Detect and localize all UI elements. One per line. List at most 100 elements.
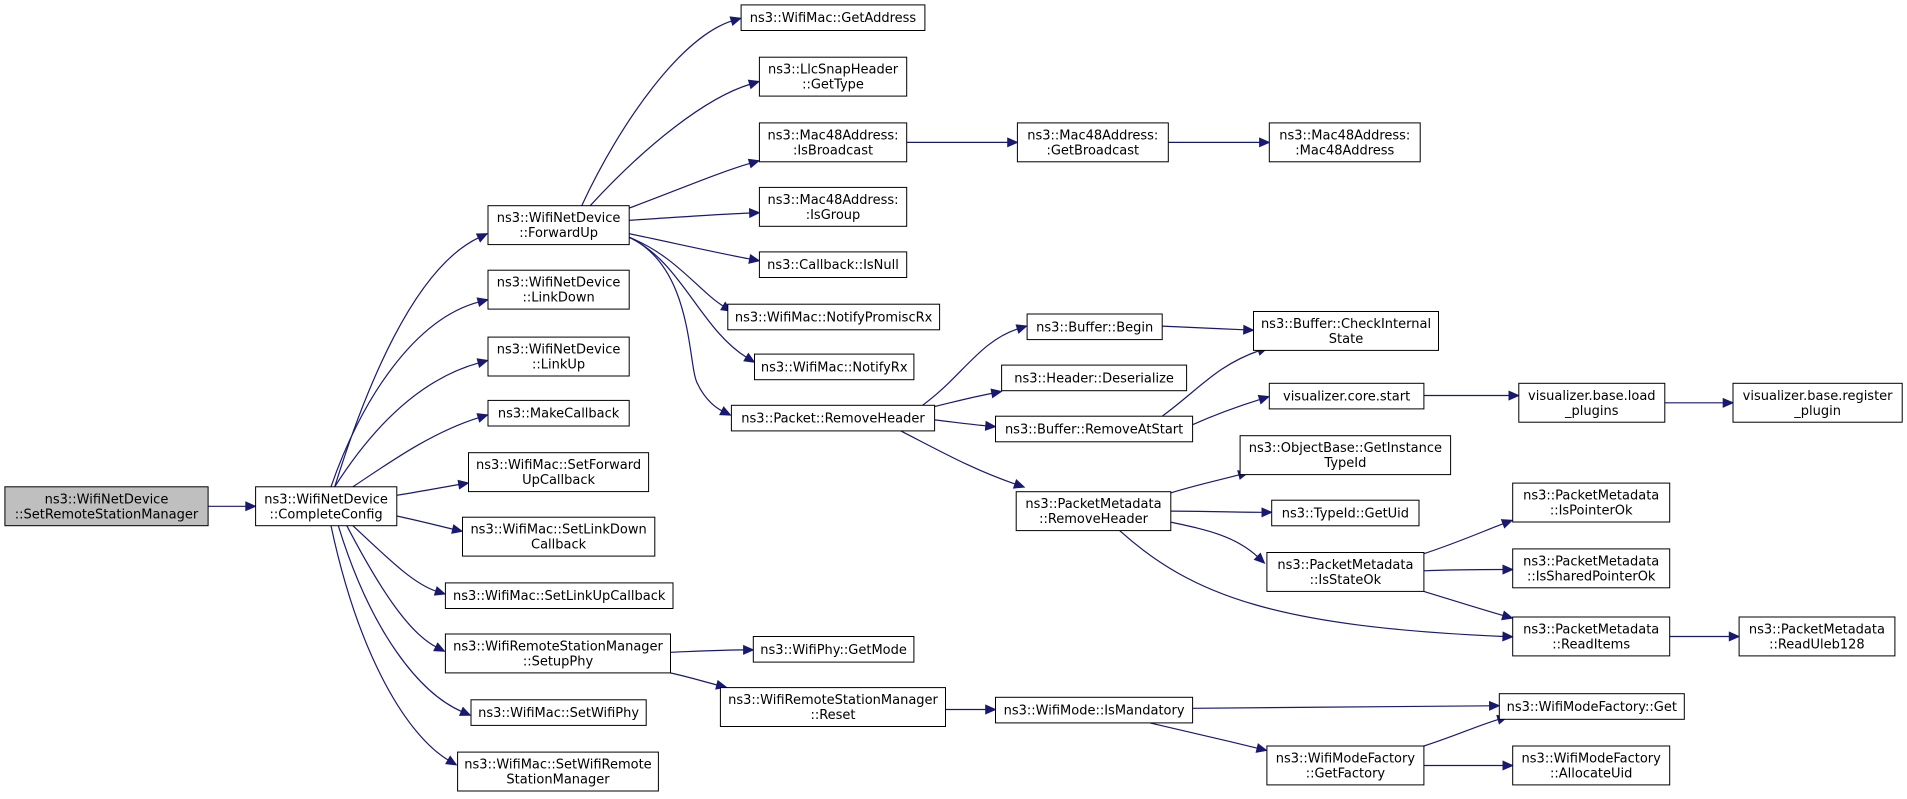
edge-n30-to-n36 xyxy=(1423,390,1521,401)
edge-line xyxy=(581,20,733,206)
node-ns3-packetmetadata-readitems[interactable]: ns3::PacketMetadata::ReadItems xyxy=(1512,616,1671,657)
node-label-line: ns3::WifiModeFactory::Get xyxy=(1507,700,1677,715)
node-label-line: ::SetRemoteStationManager xyxy=(15,507,199,522)
node-ns3-wifiphy-getmode[interactable]: ns3::WifiPhy::GetMode xyxy=(752,636,915,663)
edge-n2-to-n15 xyxy=(629,208,761,221)
node-ns3-mac48address-isbroadcast[interactable]: ns3::Mac48Address::IsBroadcast xyxy=(758,122,908,163)
arrowhead-icon xyxy=(1259,137,1271,148)
node-ns3-wifimodefactory-getfactory[interactable]: ns3::WifiModeFactory::GetFactory xyxy=(1266,745,1425,786)
node-ns3-packetmetadata-ispointerok[interactable]: ns3::PacketMetadata::IsPointerOk xyxy=(1512,482,1671,523)
arrowhead-icon xyxy=(748,253,761,264)
edge-line xyxy=(628,236,725,308)
node-ns3-wifimac-setwifiremotestationmanager[interactable]: ns3::WifiMac::SetWifiRemoteStationManage… xyxy=(457,751,659,792)
node-ns3-packet-removeheader[interactable]: ns3::Packet::RemoveHeader xyxy=(730,404,936,432)
node-ns3-callback-isnull[interactable]: ns3::Callback::IsNull xyxy=(758,251,908,278)
edge-n1-to-n2 xyxy=(334,233,489,487)
node-box xyxy=(1268,122,1421,163)
node-ns3-typeid-getuid[interactable]: ns3::TypeId::GetUid xyxy=(1271,499,1420,527)
node-ns3-makecallback[interactable]: ns3::MakeCallback xyxy=(487,399,630,427)
node-ns3-packetmetadata-isstateok[interactable]: ns3::PacketMetadata::IsStateOk xyxy=(1266,552,1425,592)
arrowhead-icon xyxy=(743,352,756,363)
node-ns3-wifinetdevice-completeconfig[interactable]: ns3::WifiNetDevice::CompleteConfig xyxy=(255,486,398,527)
node-ns3-mac48address-getbroadcast[interactable]: ns3::Mac48Address::GetBroadcast xyxy=(1016,122,1169,163)
node-ns3-packetmetadata-readuleb128[interactable]: ns3::PacketMetadata::ReadUleb128 xyxy=(1738,616,1896,657)
node-ns3-wifiremotestationmanager-reset[interactable]: ns3::WifiRemoteStationManager::Reset xyxy=(719,687,947,727)
edge-n1-to-n5 xyxy=(352,413,489,488)
node-label-line: ns3::PacketMetadata xyxy=(1523,623,1659,638)
arrowhead-icon xyxy=(445,755,458,766)
node-label-line: ns3::Mac48Address: xyxy=(767,193,898,208)
edge-n1-to-n9 xyxy=(346,525,446,652)
edge-line xyxy=(934,392,994,408)
node-ns3-buffer-begin[interactable]: ns3::Buffer::Begin xyxy=(1026,313,1163,341)
edge-n19-to-n26 xyxy=(934,419,997,431)
node-box xyxy=(468,452,650,493)
node-ns3-mac48address-isgroup[interactable]: ns3::Mac48Address::IsGroup xyxy=(758,186,908,227)
edge-line xyxy=(1423,590,1505,617)
node-ns3-wifimac-setwifiphy[interactable]: ns3::WifiMac::SetWifiPhy xyxy=(470,699,647,726)
node-box xyxy=(727,303,941,331)
node-box xyxy=(1253,311,1439,351)
node-ns3-header-deserialize[interactable]: ns3::Header::Deserialize xyxy=(1001,364,1188,392)
edge-n35-to-n40 xyxy=(1423,714,1509,747)
node-ns3-wifinetdevice-linkup[interactable]: ns3::WifiNetDevice::LinkUp xyxy=(487,336,630,377)
node-label-line: ns3::PacketMetadata xyxy=(1523,489,1659,504)
node-label-line: ns3::WifiMac::SetWifiRemote xyxy=(464,758,651,773)
node-ns3-wifinetdevice-linkdown[interactable]: ns3::WifiNetDevice::LinkDown xyxy=(487,269,630,310)
node-ns3-wifinetdevice-setremotestationmanager[interactable]: ns3::WifiNetDevice::SetRemoteStationMana… xyxy=(4,486,209,527)
edge-n2-to-n14 xyxy=(628,158,761,209)
node-visualizer-base-register-plugin[interactable]: visualizer.base.register_plugin xyxy=(1732,382,1903,423)
edge-n1-to-n3 xyxy=(330,297,489,487)
node-label-line: ::SetupPhy xyxy=(523,655,594,670)
node-ns3-mac48address-mac48address[interactable]: ns3::Mac48Address::Mac48Address xyxy=(1268,122,1421,163)
node-ns3-packetmetadata-removeheader[interactable]: ns3::PacketMetadata::RemoveHeader xyxy=(1015,491,1172,532)
node-label-line: ::AllocateUid xyxy=(1550,767,1632,782)
node-label-line: Callback xyxy=(531,538,587,553)
node-ns3-wifimac-setlinkupcallback[interactable]: ns3::WifiMac::SetLinkUpCallback xyxy=(444,582,674,610)
arrowhead-icon xyxy=(245,501,257,512)
arrowhead-icon xyxy=(748,208,761,219)
node-ns3-wifiremotestationmanager-setupphy[interactable]: ns3::WifiRemoteStationManager::SetupPhy xyxy=(444,633,671,674)
edge-n9-to-n20 xyxy=(670,644,755,655)
edge-line xyxy=(1149,722,1259,749)
node-box xyxy=(1512,616,1671,657)
node-ns3-packetmetadata-issharedpointerok[interactable]: ns3::PacketMetadata::IsSharedPointerOk xyxy=(1512,548,1671,589)
node-box xyxy=(487,205,630,246)
node-ns3-wifimac-notifyrx[interactable]: ns3::WifiMac::NotifyRx xyxy=(754,353,915,381)
edge-n19-to-n27 xyxy=(900,430,1026,489)
arrowhead-icon xyxy=(1502,631,1514,642)
node-label-line: ns3::WifiNetDevice xyxy=(497,211,621,226)
edge-n22-to-n23 xyxy=(1168,137,1271,148)
edge-n27-to-n31 xyxy=(1170,470,1250,494)
edge-line xyxy=(670,649,745,653)
node-label-line: ::LinkDown xyxy=(522,291,594,306)
arrowhead-icon xyxy=(475,233,489,243)
edge-line xyxy=(396,515,455,530)
edge-n27-to-n34 xyxy=(1119,530,1514,642)
node-ns3-wifimodefactory-allocateuid[interactable]: ns3::WifiModeFactory::AllocateUid xyxy=(1512,745,1671,786)
node-label-line: :GetBroadcast xyxy=(1046,143,1139,158)
node-label-line: ns3::ObjectBase::GetInstance xyxy=(1249,441,1442,456)
node-label-line: ns3::WifiMac::SetLinkUpCallback xyxy=(453,589,666,604)
edge-n2-to-n16 xyxy=(629,233,761,264)
node-ns3-buffer-removeatstart[interactable]: ns3::Buffer::RemoveAtStart xyxy=(995,415,1194,443)
node-ns3-wifimac-getaddress[interactable]: ns3::WifiMac::GetAddress xyxy=(740,4,926,32)
node-ns3-wifimac-notifypromiscrx[interactable]: ns3::WifiMac::NotifyPromiscRx xyxy=(727,303,941,331)
node-label-line: _plugin xyxy=(1793,404,1841,419)
node-ns3-wifimodefactory-get[interactable]: ns3::WifiModeFactory::Get xyxy=(1498,693,1685,720)
nodes-layer: ns3::WifiNetDevice::SetRemoteStationMana… xyxy=(4,4,1903,792)
edge-n28-to-n40 xyxy=(1192,700,1501,711)
edge-n1-to-n11 xyxy=(330,525,458,766)
node-visualizer-core-start[interactable]: visualizer.core.start xyxy=(1268,382,1425,410)
edge-line xyxy=(352,525,438,592)
node-visualizer-base-load-plugins[interactable]: visualizer.base.load_plugins xyxy=(1518,382,1666,423)
node-ns3-wifimode-ismandatory[interactable]: ns3::WifiMode::IsMandatory xyxy=(995,696,1194,724)
node-ns3-wifinetdevice-forwardup[interactable]: ns3::WifiNetDevice::ForwardUp xyxy=(487,205,630,246)
node-box xyxy=(487,269,630,310)
node-ns3-llcsnapheader-gettype[interactable]: ns3::LlcSnapHeader::GetType xyxy=(758,56,908,97)
node-label-line: ::ReadItems xyxy=(1552,638,1630,653)
